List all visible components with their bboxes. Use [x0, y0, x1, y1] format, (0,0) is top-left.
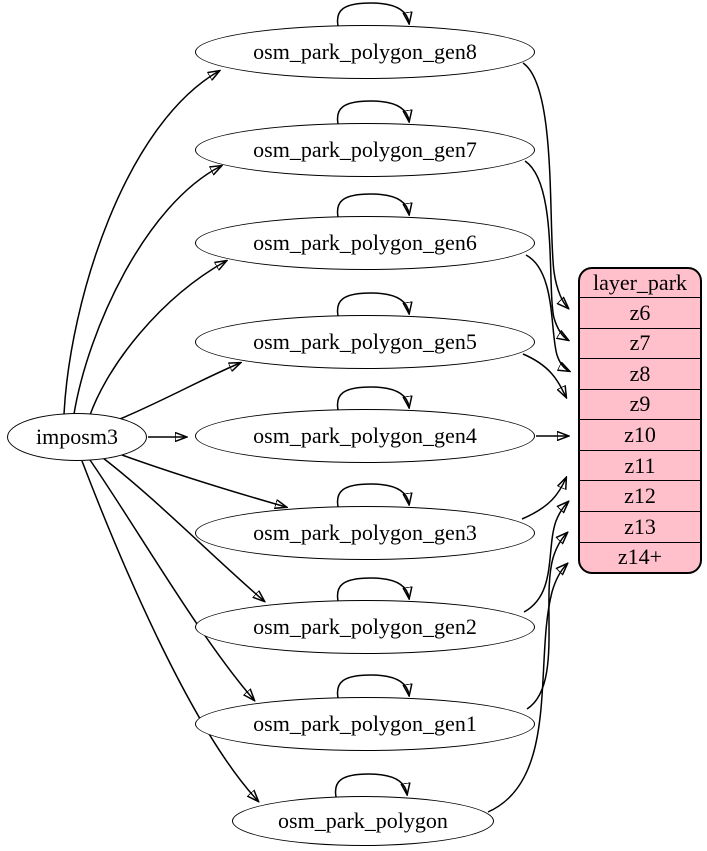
edge-imposm3-to-gen3 [121, 454, 286, 507]
edge-gen6-to-z8 [525, 254, 569, 371]
edge-gen7-to-z7 [524, 160, 568, 340]
node-osm-park-polygon-gen5-label: osm_park_polygon_gen5 [253, 329, 477, 354]
edge-imposm3-to-gen1 [89, 459, 254, 700]
node-osm-park-polygon-gen7-label: osm_park_polygon_gen7 [253, 137, 477, 162]
edge-gen2-to-z12 [523, 502, 568, 613]
edge-gen3-to-z11 [521, 478, 566, 520]
layer-row-z11: z11 [580, 449, 700, 481]
layer-row-z14: z14+ [580, 541, 700, 573]
node-osm-park-polygon-gen3-label: osm_park_polygon_gen3 [253, 520, 477, 545]
layer-row-z9: z9 [580, 388, 700, 420]
edge-gen1-to-z13 [526, 533, 567, 710]
edge-imposm3-to-gen2 [102, 457, 264, 601]
layer-row-z6: z6 [580, 297, 700, 328]
node-osm-park-polygon-gen8-label: osm_park_polygon_gen8 [253, 39, 477, 64]
node-osm-park-polygon-gen4: osm_park_polygon_gen4 [195, 409, 535, 463]
node-osm-park-polygon-gen1: osm_park_polygon_gen1 [195, 697, 535, 751]
edge-imposm3-to-gen8 [63, 71, 219, 415]
layer-row-z8: z8 [580, 358, 700, 389]
selfloop-gen1 [336, 674, 409, 703]
selfloop-gen8 [336, 2, 409, 31]
edge-imposm3-to-gen5 [119, 363, 240, 420]
edge-gen5-to-z9 [522, 353, 566, 397]
node-osm-park-polygon-gen6: osm_park_polygon_gen6 [195, 216, 535, 270]
node-osm-park-polygon-gen5: osm_park_polygon_gen5 [195, 315, 535, 369]
layer-row-z7: z7 [580, 327, 700, 359]
edge-imposm3-to-gen7 [73, 166, 221, 415]
node-imposm3: imposm3 [7, 413, 147, 461]
node-osm-park-polygon-gen6-label: osm_park_polygon_gen6 [253, 230, 477, 255]
node-osm-park-polygon-gen3: osm_park_polygon_gen3 [195, 506, 535, 560]
selfloop-gen6 [336, 193, 409, 222]
node-osm-park-polygon-gen2: osm_park_polygon_gen2 [195, 600, 535, 654]
node-osm-park-polygon: osm_park_polygon [232, 796, 494, 846]
edge-polygon-to-z14 [487, 564, 567, 813]
edge-imposm3-to-gen6 [89, 261, 226, 416]
selfloop-polygon [334, 773, 407, 802]
node-osm-park-polygon-gen7: osm_park_polygon_gen7 [195, 123, 535, 177]
selfloop-gen5 [336, 292, 409, 321]
node-imposm3-label: imposm3 [36, 424, 118, 449]
edge-gen8-to-z6 [522, 62, 568, 308]
node-osm-park-polygon-label: osm_park_polygon [278, 808, 448, 833]
node-osm-park-polygon-gen4-label: osm_park_polygon_gen4 [253, 423, 477, 448]
edge-imposm3-to-polygon [81, 460, 258, 801]
layer-row-z10: z10 [580, 419, 700, 450]
node-osm-park-polygon-gen8: osm_park_polygon_gen8 [195, 25, 535, 79]
selfloop-gen7 [336, 100, 409, 129]
selfloop-gen3 [336, 483, 409, 512]
node-layer-park: layer_park z6 z7 z8 z9 z10 z11 z12 z13 z… [578, 267, 702, 574]
layer-row-z12: z12 [580, 480, 700, 511]
selfloop-gen4 [336, 386, 409, 415]
layer-row-z13: z13 [580, 510, 700, 542]
node-osm-park-polygon-gen1-label: osm_park_polygon_gen1 [253, 711, 477, 736]
selfloop-gen2 [336, 577, 409, 606]
node-osm-park-polygon-gen2-label: osm_park_polygon_gen2 [253, 614, 477, 639]
layer-park-title: layer_park [592, 270, 688, 295]
